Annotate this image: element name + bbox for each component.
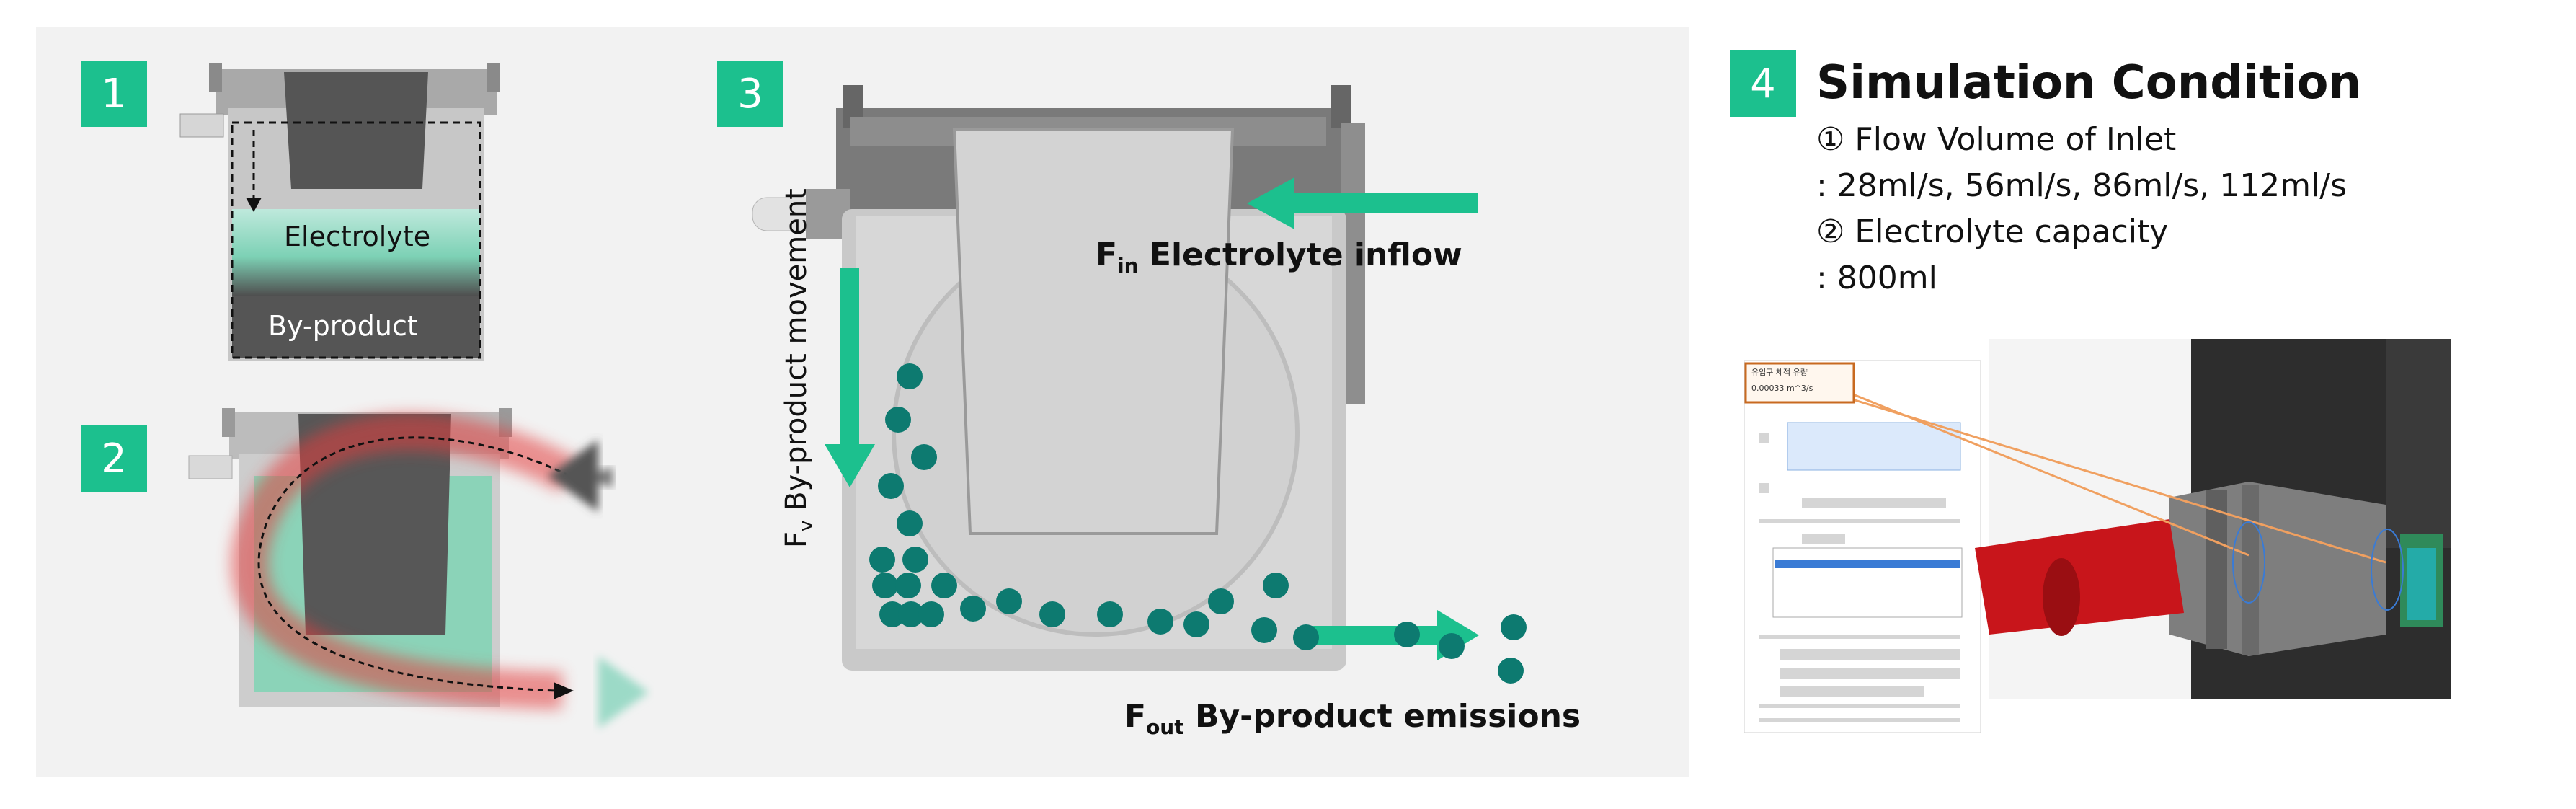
- panel-3-badge: 3: [717, 61, 783, 127]
- fin-subscript: in: [1117, 253, 1139, 278]
- fout-subscript: out: [1146, 715, 1184, 739]
- p1-electrolyte-label: Electrolyte: [284, 221, 431, 252]
- panel-2-number: 2: [101, 435, 127, 482]
- fout-symbol: F: [1124, 698, 1147, 735]
- fin-symbol: F: [1096, 236, 1118, 273]
- condition-line-4: : 800ml: [1816, 260, 1937, 296]
- p2-flow-glow: [230, 413, 579, 709]
- p3-byproduct-particles: [869, 363, 1527, 684]
- condition-line-2: : 28ml/s, 56ml/s, 86ml/s, 112ml/s: [1816, 167, 2348, 204]
- panel-4-badge: 4: [1730, 50, 1796, 117]
- p3-fin-label: Fin Electrolyte inflow: [1096, 236, 1462, 278]
- panel-1-number: 1: [101, 70, 127, 118]
- callout-title: 유입구 체적 유량: [1751, 368, 1808, 377]
- p3-electrode: [952, 128, 1235, 535]
- p2-electrode: [298, 414, 451, 635]
- simulation-condition-title: Simulation Condition: [1816, 56, 2362, 110]
- p3-fout-label: Fout By-product emissions: [1124, 698, 1581, 739]
- fin-text: Electrolyte inflow: [1149, 236, 1462, 273]
- p1-dashed-outline: [231, 121, 481, 359]
- p1-byproduct-label: By-product: [268, 310, 418, 342]
- inlet-flow-red: [1975, 519, 2184, 635]
- condition-line-1: ① Flow Volume of Inlet: [1816, 121, 2177, 158]
- panel-2-badge: 2: [81, 425, 147, 492]
- inlet-fitting: [2169, 482, 2386, 656]
- fout-text: By-product emissions: [1194, 698, 1581, 735]
- arrow-left-icon: [1247, 177, 1294, 229]
- callout-value: 0.00033 m^3/s: [1751, 384, 1813, 393]
- p1-electrode: [284, 72, 428, 189]
- arrow-down-icon: [825, 444, 875, 487]
- arrow-right-icon: [598, 656, 649, 728]
- flow-rate-callout: [1744, 362, 1855, 404]
- p1-byproduct-layer: [232, 296, 480, 358]
- panel-1-badge: 1: [81, 61, 147, 127]
- panel-3-number: 3: [737, 70, 763, 118]
- p1-electrolyte-layer: [232, 209, 480, 296]
- condition-line-3: ② Electrolyte capacity: [1816, 213, 2169, 250]
- panel-4-number: 4: [1750, 60, 1776, 107]
